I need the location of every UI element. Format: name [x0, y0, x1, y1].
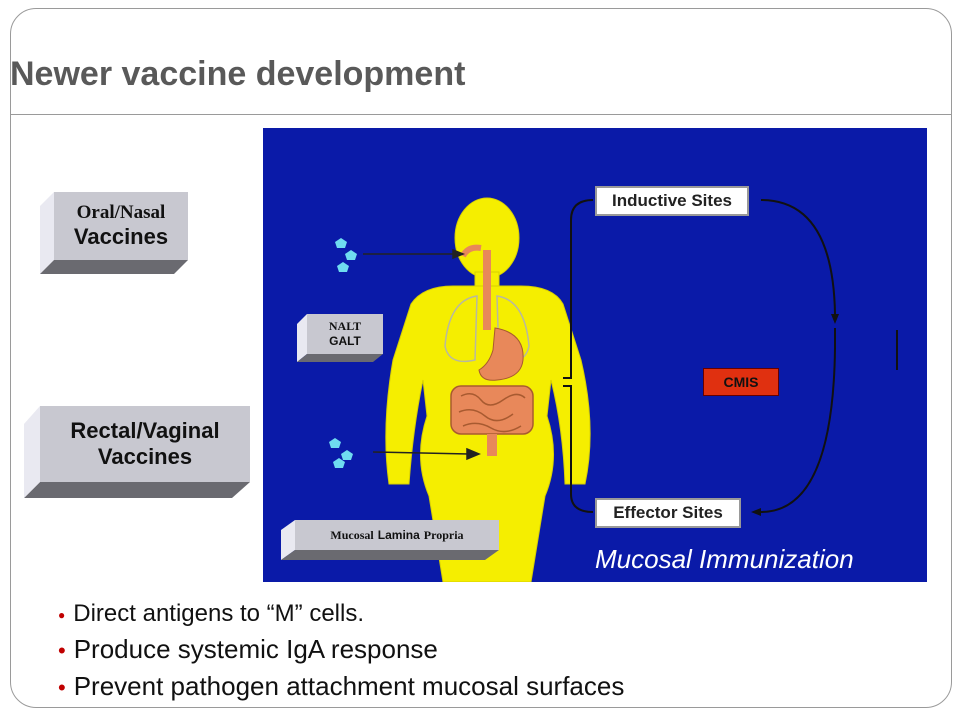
cmis-badge: CMIS: [703, 368, 779, 396]
antigen-particles-bottom: [329, 438, 353, 468]
oral-nasal-vaccines-label: Vaccines: [73, 224, 169, 249]
rectal-vaginal-box-shape: [24, 406, 250, 498]
lamina-word: Lamina: [377, 528, 420, 542]
rectal-vaginal-vaccines-label: Vaccines: [97, 444, 193, 469]
connector-lines: [563, 199, 898, 513]
effector-sites-label: Effector Sites: [595, 498, 741, 528]
oral-nasal-label: Oral/Nasal: [76, 202, 166, 223]
antigen-particles-top: [335, 238, 357, 272]
oral-nasal-box-shape: [40, 192, 188, 274]
bullet-text: Prevent pathogen attachment mucosal surf…: [73, 671, 625, 701]
bullet-text: Direct antigens to “M” cells.: [73, 600, 365, 627]
antigen-arrows: [363, 248, 481, 461]
rectal-vaginal-vaccines-box: Rectal/Vaginal Vaccines: [24, 406, 250, 498]
diagram-artwork: [329, 197, 898, 582]
bullet-item: ● Direct antigens to “M” cells.: [58, 600, 938, 628]
title-divider: [10, 114, 952, 115]
slide-title: Newer vaccine development: [10, 55, 466, 93]
inductive-sites-label: Inductive Sites: [595, 186, 749, 216]
galt-label: GALT: [329, 334, 361, 348]
mucosal-immunization-caption: Mucosal Immunization: [595, 544, 854, 574]
nalt-galt-box: NALT GALT: [297, 314, 383, 362]
intestines-icon: [450, 385, 534, 456]
airway-icon: [460, 244, 491, 330]
nalt-label: NALT: [328, 319, 362, 333]
propria-word: Propria: [423, 527, 464, 542]
bullet-dot-icon: •: [58, 638, 66, 663]
bullet-dot-icon: •: [58, 675, 66, 700]
rectal-vaginal-label: Rectal/Vaginal: [70, 418, 220, 443]
bullet-item: • Prevent pathogen attachment mucosal sur…: [58, 671, 938, 702]
bullet-dot-icon: ●: [58, 607, 66, 622]
mucosal-immunization-diagram: Inductive Sites Effector Sites CMIS NALT…: [263, 128, 927, 582]
flow-arrowheads: [751, 314, 839, 516]
nalt-galt-box-shape: [297, 314, 383, 362]
oral-nasal-vaccines-box: Oral/Nasal Vaccines: [40, 192, 188, 274]
mucosal-word: Mucosal: [330, 527, 374, 542]
lamina-propria-box-shape: [281, 520, 499, 560]
slide-frame: [10, 8, 952, 708]
bullet-list: ● Direct antigens to “M” cells. • Produce …: [58, 600, 938, 702]
bullet-text: Produce systemic IgA response: [73, 634, 438, 664]
stomach-icon: [478, 327, 524, 381]
bullet-item: • Produce systemic IgA response: [58, 634, 938, 665]
mucosal-lamina-propria-box: Mucosal Lamina Propria: [281, 520, 499, 560]
